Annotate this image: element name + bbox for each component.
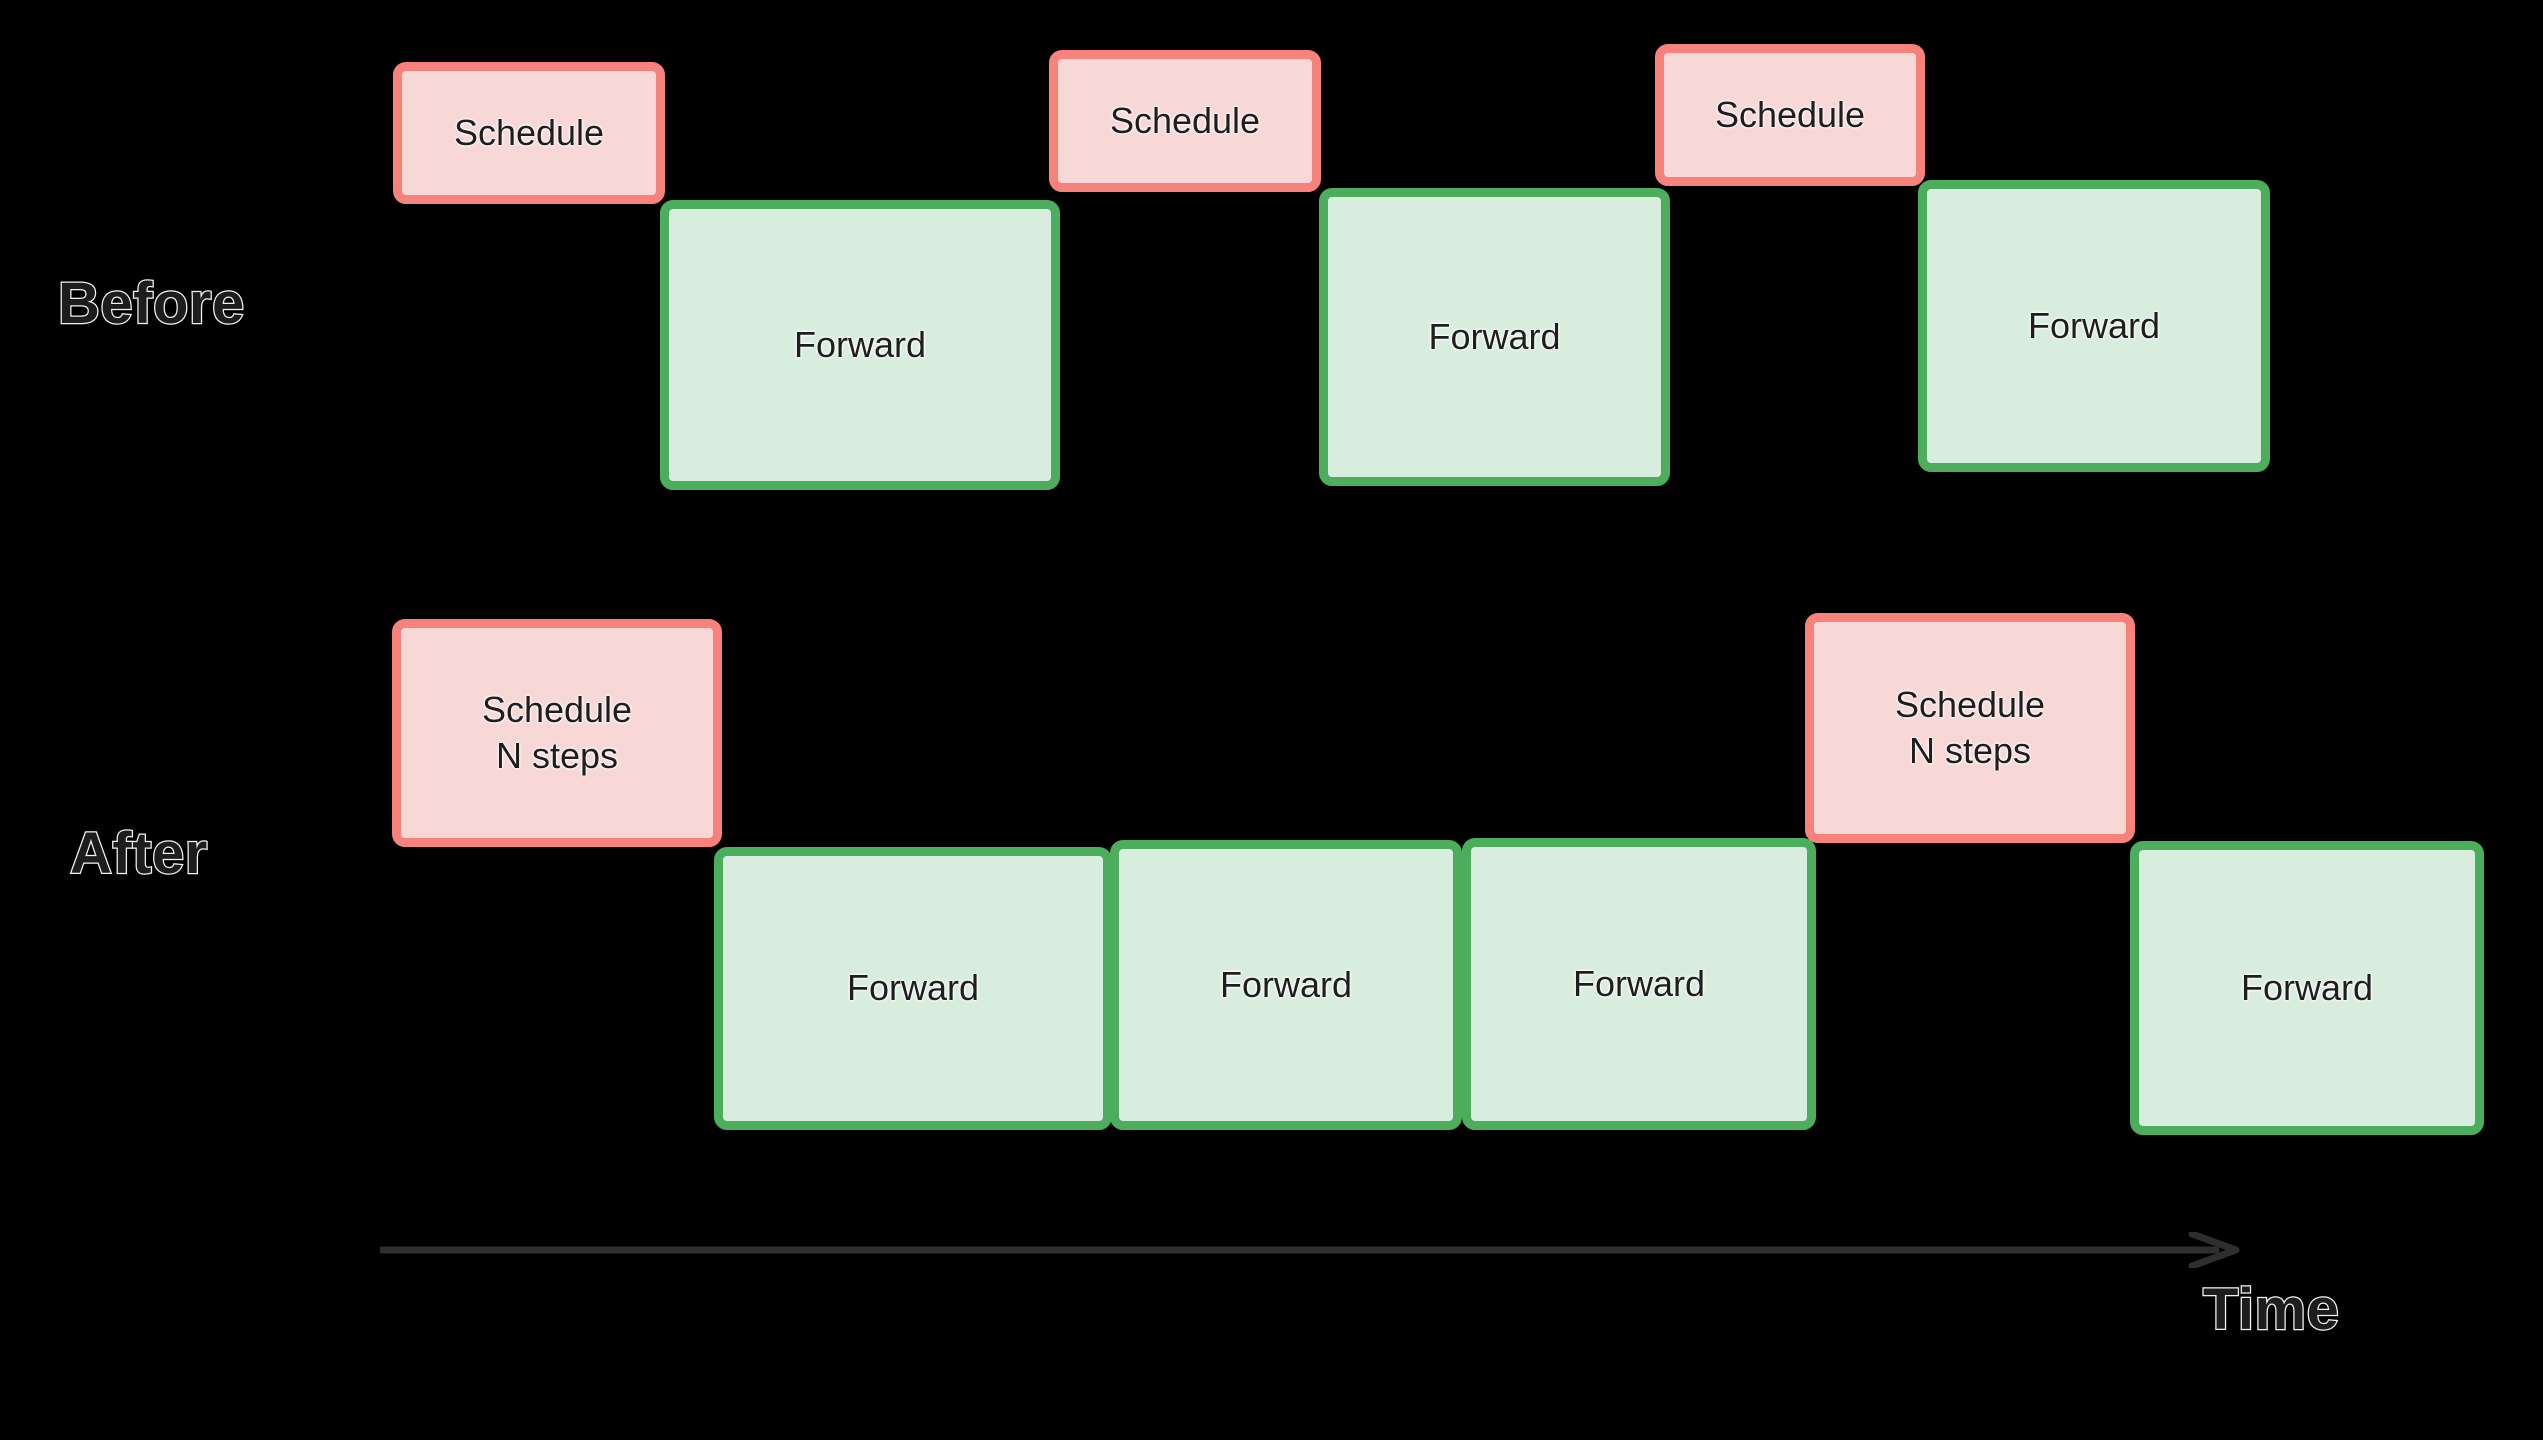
schedule-block-label: Schedule N steps [1894, 683, 2046, 771]
before-schedule-block: Schedule [1049, 50, 1321, 192]
forward-block-label: Forward [846, 967, 980, 1009]
row-label-after: After [69, 821, 209, 886]
schedule-block-label: Schedule [453, 111, 605, 153]
row-label-before: Before [57, 271, 246, 336]
forward-block-label: Forward [1428, 315, 1561, 357]
before-forward-block: Forward [660, 200, 1060, 490]
before-schedule-block: Schedule [1655, 44, 1925, 186]
after-forward-block: Forward [1110, 840, 1462, 1130]
after-forward-block: Forward [714, 847, 1112, 1130]
after-forward-block: Forward [1462, 838, 1816, 1130]
before-schedule-block: Schedule [393, 62, 665, 204]
schedule-block-label: Schedule [1714, 93, 1866, 135]
forward-block-label: Forward [1572, 962, 1706, 1004]
schedule-block-label: Schedule [1109, 99, 1261, 141]
time-axis-arrow [380, 1232, 2240, 1268]
schedule-block-label: Schedule N steps [481, 688, 633, 776]
after-forward-block: Forward [2130, 841, 2484, 1135]
after-schedule-block: Schedule N steps [392, 619, 722, 847]
before-forward-block: Forward [1319, 188, 1670, 486]
after-schedule-block: Schedule N steps [1805, 613, 2135, 843]
forward-block-label: Forward [793, 323, 927, 365]
axis-label-time: Time [2202, 1277, 2340, 1342]
forward-block-label: Forward [1219, 963, 1353, 1005]
before-forward-block: Forward [1918, 180, 2270, 472]
forward-block-label: Forward [2240, 966, 2374, 1008]
forward-block-label: Forward [2027, 304, 2161, 346]
